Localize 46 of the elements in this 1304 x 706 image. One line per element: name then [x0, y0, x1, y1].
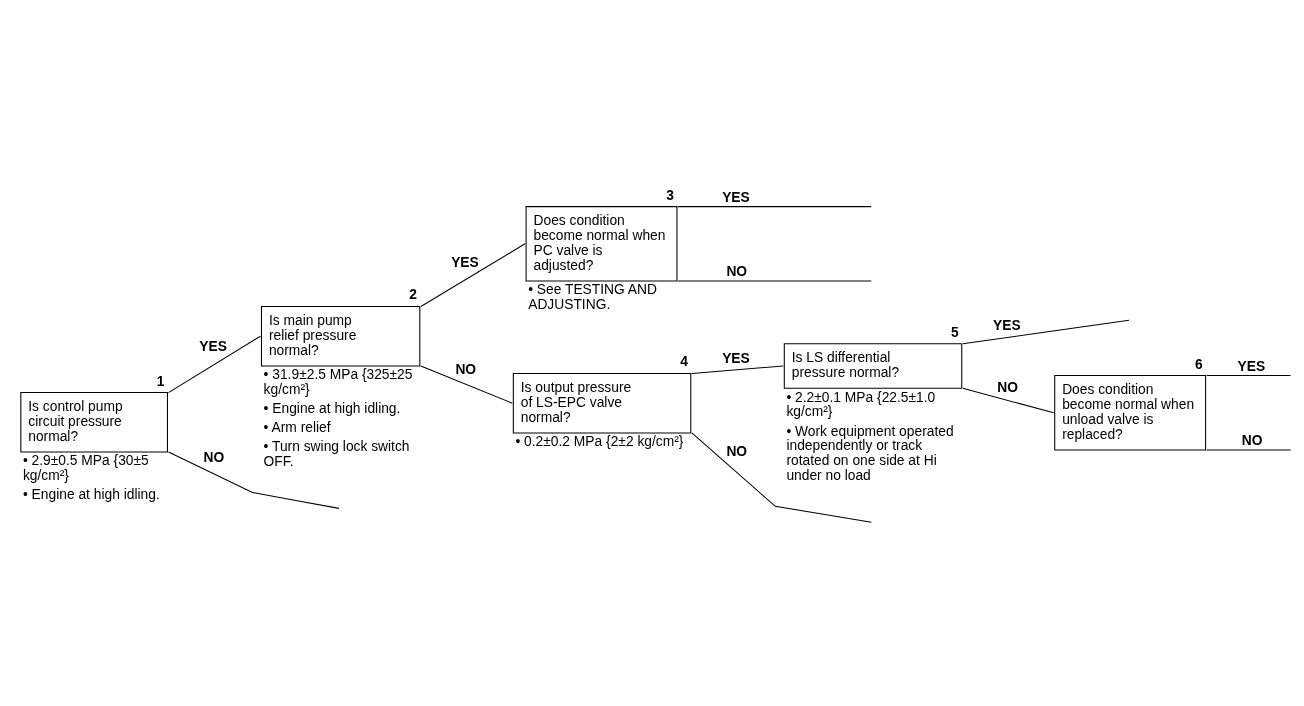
- connector: [420, 243, 526, 308]
- node-label: • Engine at high idling.: [263, 400, 401, 417]
- node-label: • 0.2±0.2 MPa {2±2 kg/cm²}: [515, 433, 684, 450]
- connector: [1206, 375, 1292, 377]
- connector: [691, 432, 872, 523]
- connector: [677, 206, 872, 208]
- connector: [1206, 449, 1292, 451]
- connector: [168, 335, 261, 394]
- node-label: 2: [409, 286, 417, 303]
- edge-label: YES: [451, 253, 479, 270]
- node-label: • 31.9±2.5 MPa {325±25 kg/cm²}: [263, 366, 413, 398]
- edge-label: NO: [203, 449, 225, 466]
- edge-label: NO: [726, 263, 748, 280]
- node-label: • See TESTING AND ADJUSTING.: [528, 281, 657, 313]
- connector: [420, 365, 513, 404]
- connector: [691, 365, 784, 374]
- edge-label: YES: [722, 188, 750, 205]
- edge-label: NO: [997, 378, 1019, 395]
- connector: [962, 319, 1130, 345]
- edge-label: YES: [1237, 357, 1266, 374]
- node-label: 3: [666, 186, 675, 203]
- edge-label: NO: [455, 360, 477, 377]
- edge-label: YES: [199, 337, 227, 354]
- edge-label: YES: [722, 350, 750, 367]
- edge-label: NO: [1241, 432, 1263, 449]
- connector: [962, 387, 1055, 414]
- node-box: Is control pump circuit pressure normal?: [20, 392, 168, 453]
- node-label: • Turn swing lock switch OFF.: [263, 438, 410, 470]
- node-box: Is LS differential pressure normal?: [783, 343, 963, 389]
- node-label: 5: [951, 323, 959, 340]
- edge-label: NO: [726, 442, 748, 459]
- node-box: Is output pressure of LS-EPC valve normal?: [512, 372, 692, 434]
- node-label: 4: [680, 353, 688, 370]
- node-label: 1: [156, 372, 165, 389]
- node-box: Does condition become normal when PC valve is adjusted?: [525, 206, 678, 282]
- node-box: Is main pump relief pressure normal?: [260, 306, 421, 367]
- node-label: • 2.9±0.5 MPa {30±5 kg/cm²}: [22, 452, 149, 484]
- node-label: • Engine at high idling.: [22, 486, 160, 503]
- node-label: • 2.2±0.1 MPa {22.5±1.0 kg/cm²}: [786, 388, 936, 420]
- node-label: • Arm relief: [263, 419, 331, 436]
- connector: [168, 451, 340, 509]
- node-label: 6: [1194, 355, 1203, 372]
- node-box: Does condition become normal when unload valve is replaced?: [1054, 375, 1207, 451]
- edge-label: YES: [993, 317, 1021, 334]
- node-label: • Work equipment operated independently or track rotated on one side at Hi under no load: [786, 422, 954, 484]
- connector: [677, 280, 872, 282]
